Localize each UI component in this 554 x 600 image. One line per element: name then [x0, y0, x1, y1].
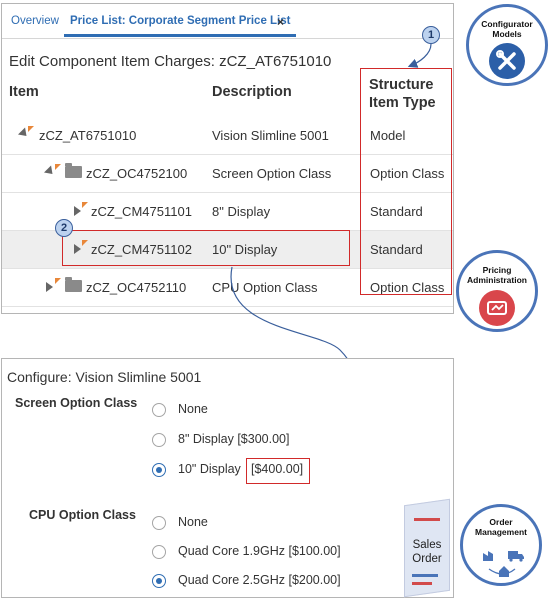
structure-type-highlight: [360, 68, 452, 295]
radio-screen-none[interactable]: [152, 403, 166, 417]
sales-order-line1: Sales: [412, 539, 442, 551]
structure-item-type: Option Class: [370, 280, 445, 295]
radio-screen-10-display[interactable]: [152, 463, 166, 477]
sales-order-label: Sales Order: [406, 538, 448, 566]
role-label-line1: Order: [489, 517, 513, 527]
role-configurator-models: Configurator Models: [466, 4, 548, 86]
factory-truck-house-icon: [481, 541, 525, 581]
configure-title: Configure: Vision Slimline 5001: [7, 369, 202, 385]
table-row-selected[interactable]: zCZ_CM4751102 10" Display Standard: [2, 231, 453, 269]
role-label-line2: Administration: [467, 275, 527, 285]
column-header-description[interactable]: Description: [212, 84, 292, 100]
item-name: zCZ_CM4751101: [91, 204, 192, 219]
role-label-line1: Configurator: [481, 19, 533, 29]
folder-icon: [65, 277, 82, 292]
role-order-management: Order Management: [460, 504, 542, 586]
collapse-triangle-icon[interactable]: [46, 282, 53, 292]
price-list-panel: Overview Price List: Corporate Segment P…: [1, 3, 454, 314]
price-highlight: [246, 458, 310, 484]
item-name: zCZ_CM4751102: [91, 242, 192, 257]
modified-flag-icon: [55, 278, 61, 284]
collapse-triangle-icon[interactable]: [74, 206, 81, 216]
callout-1: 1: [422, 26, 440, 44]
option-price: [$400.00]: [251, 462, 304, 476]
column-header-item[interactable]: Item: [9, 84, 39, 100]
role-label-line1: Pricing: [482, 265, 512, 275]
option-label: None: [178, 402, 208, 416]
selected-row-highlight: [62, 230, 350, 266]
radio-cpu-quad-19[interactable]: [152, 545, 166, 559]
tab-price-list[interactable]: Price List: Corporate Segment Price List: [70, 15, 291, 27]
table-row[interactable]: zCZ_AT6751010 Vision Slimline 5001 Model: [2, 117, 453, 155]
option-class-cpu: CPU Option Class: [29, 508, 136, 522]
tab-bar: Overview Price List: Corporate Segment P…: [2, 4, 453, 39]
role-pricing-administration: Pricing Administration: [456, 250, 538, 332]
item-description: 10" Display: [212, 242, 278, 257]
table-row[interactable]: zCZ_OC4752100 Screen Option Class Option…: [2, 155, 453, 193]
column-header-structure-item-type[interactable]: Structure Item Type: [369, 76, 436, 112]
role-label-line2: Management: [475, 527, 527, 537]
active-tab-indicator: [64, 34, 296, 37]
structure-item-type: Standard: [370, 204, 423, 219]
option-label: 10" Display: [178, 462, 241, 476]
column-header-structure-line2: Item Type: [369, 95, 436, 111]
folder-icon: [65, 163, 82, 178]
callout-2: 2: [55, 219, 73, 237]
table-row[interactable]: zCZ_OC4752110 CPU Option Class Option Cl…: [2, 269, 453, 307]
radio-cpu-quad-25[interactable]: [152, 574, 166, 588]
collapse-triangle-icon[interactable]: [74, 244, 81, 254]
tools-icon: [489, 43, 525, 79]
item-description: Screen Option Class: [212, 166, 332, 181]
item-description: CPU Option Class: [212, 280, 318, 295]
page-title: Edit Component Item Charges: zCZ_AT67510…: [9, 53, 332, 70]
modified-flag-icon: [82, 240, 88, 246]
item-name: zCZ_AT6751010: [39, 128, 137, 143]
structure-item-type: Standard: [370, 242, 423, 257]
option-label: None: [178, 515, 208, 529]
radio-cpu-none[interactable]: [152, 516, 166, 530]
modified-flag-icon: [28, 126, 34, 132]
radio-screen-8-display[interactable]: [152, 433, 166, 447]
tab-overview[interactable]: Overview: [11, 15, 59, 27]
structure-item-type: Model: [370, 128, 406, 143]
item-name: zCZ_OC4752110: [86, 280, 187, 295]
item-description: 8" Display: [212, 204, 271, 219]
item-name: zCZ_OC4752100: [86, 166, 188, 181]
modified-flag-icon: [55, 164, 61, 170]
structure-item-type: Option Class: [370, 166, 445, 181]
item-description: Vision Slimline 5001: [212, 128, 329, 143]
price-tag-icon: [479, 290, 515, 326]
option-label: 8" Display [$300.00]: [178, 432, 290, 446]
option-label: Quad Core 1.9GHz [$100.00]: [178, 544, 341, 558]
option-class-screen: Screen Option Class: [15, 396, 138, 410]
sales-order-document-icon: Sales Order: [404, 498, 450, 598]
sales-order-line2: Order: [412, 553, 442, 565]
column-header-structure-line1: Structure: [369, 77, 434, 93]
option-label: Quad Core 2.5GHz [$200.00]: [178, 573, 341, 587]
document-line: [414, 518, 440, 521]
document-line: [412, 582, 432, 585]
tab-close-icon[interactable]: ×: [277, 15, 285, 29]
configurator-panel: Configure: Vision Slimline 5001 Screen O…: [1, 358, 454, 598]
modified-flag-icon: [82, 202, 88, 208]
role-label-line2: Models: [492, 29, 522, 39]
document-line: [412, 574, 438, 577]
